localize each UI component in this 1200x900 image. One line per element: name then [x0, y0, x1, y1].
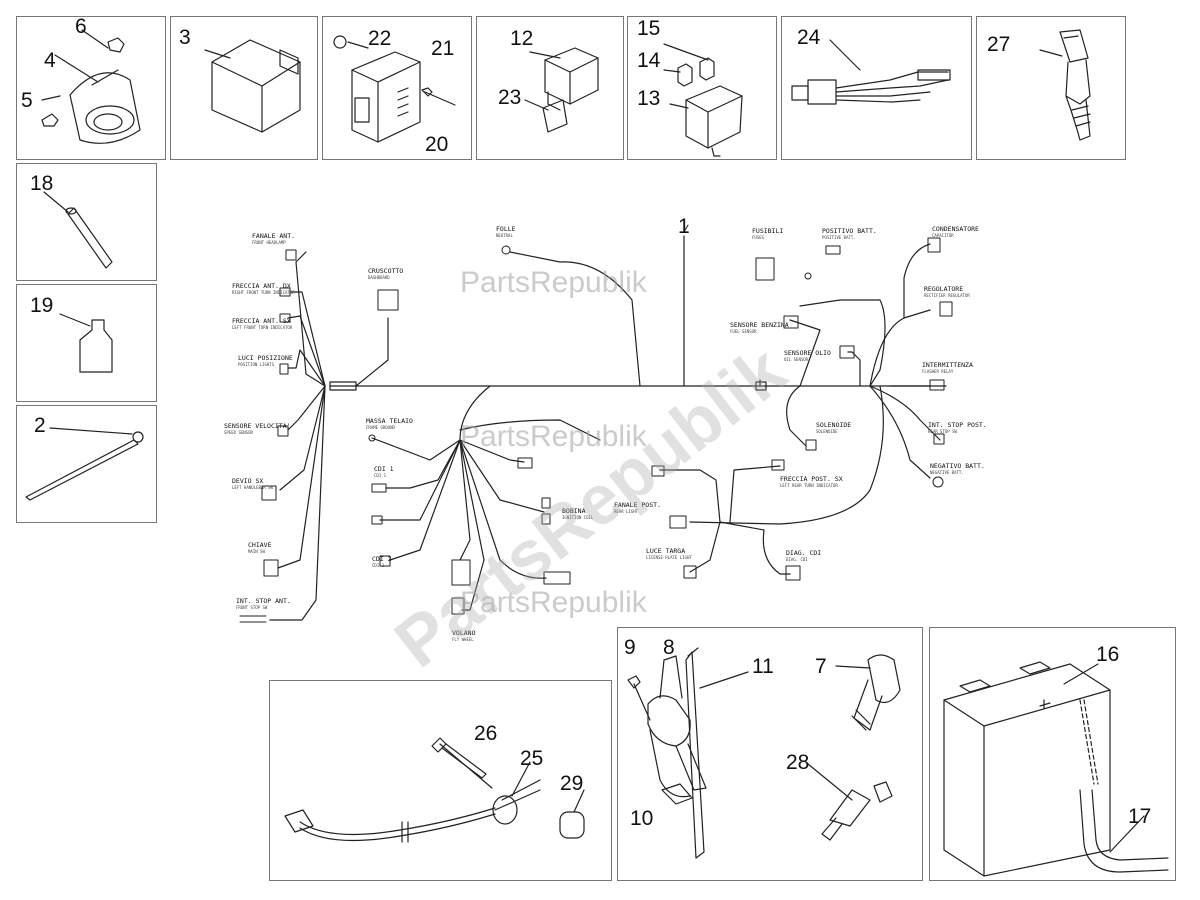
ignition-coil-drawing [627, 647, 901, 859]
part-box-20-21-22 [322, 16, 472, 160]
part-number-27: 27 [987, 33, 1011, 56]
part-number-19: 19 [30, 294, 54, 317]
watermark-middle: PartsRepublik [460, 420, 647, 453]
part-number-1: 1 [678, 215, 690, 238]
ignition-switch-drawing [41, 29, 141, 144]
regulator-drawing [333, 35, 456, 143]
part-box-18 [16, 163, 157, 281]
part-number-26: 26 [474, 722, 498, 745]
part-number-9: 9 [624, 636, 636, 659]
watermark-bottom: PartsRepublik [460, 586, 647, 619]
fuse-holder-drawing [663, 43, 743, 157]
part-number-18: 18 [30, 172, 54, 195]
label-positive-battery: POSITIVO BATT.POSITIVE BATT. [822, 227, 877, 241]
battery-drawing [943, 661, 1169, 877]
part-box-7-8-9-10-11-28 [617, 627, 923, 881]
part-box-12-23 [476, 16, 624, 160]
part-number-16: 16 [1096, 643, 1120, 666]
main-harness-wires [269, 235, 947, 621]
part-number-20: 20 [425, 133, 449, 156]
part-number-29: 29 [560, 772, 584, 795]
part-number-4: 4 [44, 49, 56, 72]
cable-tie-drawing [25, 427, 144, 501]
part-number-14: 14 [637, 49, 661, 72]
part-number-8: 8 [663, 636, 675, 659]
part-number-5: 5 [21, 89, 33, 112]
sub-harness-drawing [791, 39, 951, 105]
part-number-10: 10 [630, 807, 654, 830]
label-front-headlamp: FANALE ANT.FRONT HEADLAMP [252, 232, 296, 246]
part-number-24: 24 [797, 26, 821, 49]
part-box-4-5-6 [16, 16, 166, 160]
part-number-11: 11 [752, 655, 774, 678]
watermark-top: PartsRepublik [460, 266, 647, 299]
part-number-15: 15 [637, 17, 661, 40]
part-number-12: 12 [510, 27, 534, 50]
part-box-3 [170, 16, 318, 160]
spacer-drawing [43, 191, 113, 269]
rubber-cap-drawing [59, 313, 113, 373]
part-number-6: 6 [75, 15, 87, 38]
part-number-21: 21 [431, 37, 455, 60]
part-number-17: 17 [1128, 805, 1152, 828]
label-negative-battery: NEGATIVO BATT.NEGATIVE BATT. [930, 462, 985, 476]
part-number-25: 25 [520, 747, 544, 770]
part-box-19 [16, 284, 157, 402]
harness-connectors [239, 237, 953, 623]
part-number-28: 28 [786, 751, 810, 774]
part-box-27 [976, 16, 1126, 160]
cdi-unit-drawing [204, 39, 301, 133]
label-rear-light: FANALE POST.REAR LIGHT [614, 501, 661, 515]
part-number-13: 13 [637, 87, 661, 110]
speed-sensor-drawing [284, 737, 585, 843]
label-front-stop-switch: INT. STOP ANT.FRONT STOP SW [236, 597, 291, 611]
part-box-2 [16, 405, 157, 523]
part-number-23: 23 [498, 86, 522, 109]
label-speed-sensor: SENSORE VELOCITA'SPEED SENSOR [224, 422, 291, 436]
starter-relay-drawing [524, 47, 599, 133]
part-number-7: 7 [815, 655, 827, 678]
part-number-22: 22 [368, 27, 392, 50]
part-box-25-26-29 [269, 680, 612, 881]
part-number-2: 2 [34, 414, 46, 437]
part-1-leader [683, 224, 689, 233]
part-box-24 [781, 16, 972, 160]
label-rear-stop-switch: INT. STOP POST.REAR STOP SW [928, 421, 987, 435]
part-box-13-14-15 [627, 16, 777, 160]
oil-pressure-switch-drawing [1039, 29, 1091, 141]
part-number-3: 3 [179, 26, 191, 49]
